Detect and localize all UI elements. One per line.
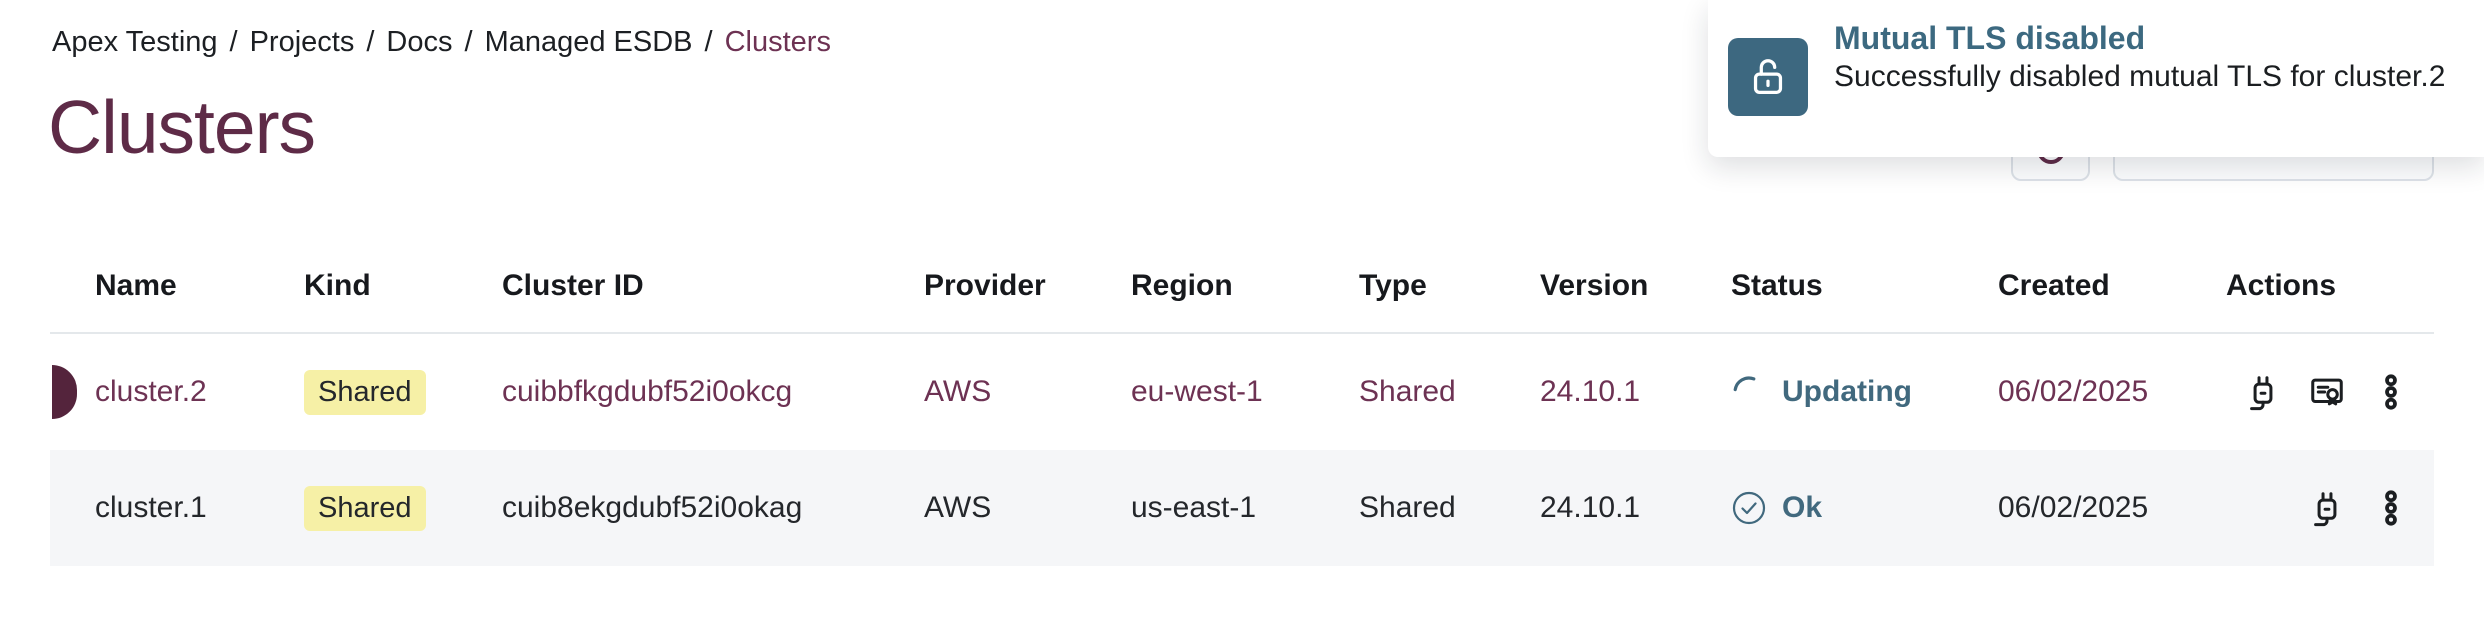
column-header-actions: Actions [2226, 269, 2337, 302]
type: Shared [1359, 491, 1456, 524]
toast-message: Successfully disabled mutual TLS for clu… [1834, 60, 2446, 93]
region: us-east-1 [1131, 491, 1257, 524]
actions-cell [2226, 373, 2434, 411]
status-cell: Updating [1731, 374, 1998, 410]
breadcrumb-separator: / [229, 26, 238, 58]
column-header-kind: Kind [304, 269, 371, 302]
connect-icon[interactable] [2244, 373, 2282, 411]
toast-notification: Mutual TLS disabled Successfully disable… [1708, 0, 2484, 157]
kind-cell: Shared [304, 485, 502, 531]
kebab-menu-icon[interactable] [2372, 373, 2410, 411]
region: eu-west-1 [1131, 375, 1263, 408]
breadcrumb-item-projects[interactable]: Projects [249, 26, 355, 58]
breadcrumb-separator: / [464, 26, 473, 58]
column-header-cluster-id: Cluster ID [502, 269, 644, 302]
breadcrumb-item-clusters[interactable]: Clusters [724, 26, 831, 58]
breadcrumb: Apex Testing / Projects / Docs / Managed… [52, 26, 831, 59]
status-label: Ok [1782, 491, 1823, 524]
spinner-icon [1733, 376, 1756, 392]
kebab-menu-icon[interactable] [2372, 489, 2410, 527]
breadcrumb-separator: / [366, 26, 375, 58]
kind-badge: Shared [304, 485, 426, 531]
column-header-version: Version [1540, 269, 1649, 302]
ok-icon [1732, 491, 1766, 525]
column-header-type: Type [1359, 269, 1427, 302]
kind-badge: Shared [304, 369, 426, 415]
status-cell: Ok [1731, 490, 1998, 526]
unlock-icon [1728, 38, 1808, 116]
version: 24.10.1 [1540, 491, 1641, 524]
breadcrumb-separator: / [704, 26, 713, 58]
breadcrumb-item-managed-esdb[interactable]: Managed ESDB [484, 26, 693, 58]
created-date: 06/02/2025 [1998, 375, 2149, 408]
column-header-created: Created [1998, 269, 2110, 302]
cluster-name[interactable]: cluster.2 [95, 375, 207, 408]
breadcrumb-item-docs[interactable]: Docs [386, 26, 453, 58]
column-header-status: Status [1731, 269, 1823, 302]
cluster-name[interactable]: cluster.1 [95, 491, 207, 524]
breadcrumb-item-apex-testing[interactable]: Apex Testing [52, 26, 218, 58]
toast-title: Mutual TLS disabled [1834, 20, 2146, 56]
table-header-row: Name Kind Cluster ID Provider Region Typ… [50, 240, 2434, 334]
certificate-icon[interactable] [2308, 373, 2346, 411]
connect-icon[interactable] [2308, 489, 2346, 527]
type: Shared [1359, 375, 1456, 408]
cluster-id: cuibbfkgdubf52i0okcg [502, 375, 793, 408]
status-label: Updating [1782, 375, 1912, 408]
version: 24.10.1 [1540, 375, 1641, 408]
clusters-table: Name Kind Cluster ID Provider Region Typ… [50, 240, 2434, 566]
column-header-name: Name [95, 269, 177, 302]
provider: AWS [924, 491, 992, 524]
provider: AWS [924, 375, 992, 408]
created-date: 06/02/2025 [1998, 491, 2149, 524]
kind-cell: Shared [304, 369, 502, 415]
table-row[interactable]: cluster.2 Shared cuibbfkgdubf52i0okcg AW… [50, 334, 2434, 450]
page-title: Clusters [48, 85, 316, 169]
column-header-provider: Provider [924, 269, 1046, 302]
table-row[interactable]: cluster.1 Shared cuib8ekgdubf52i0okag AW… [50, 450, 2434, 566]
cluster-id: cuib8ekgdubf52i0okag [502, 491, 803, 524]
actions-cell [2226, 489, 2434, 527]
column-header-region: Region [1131, 269, 1233, 302]
